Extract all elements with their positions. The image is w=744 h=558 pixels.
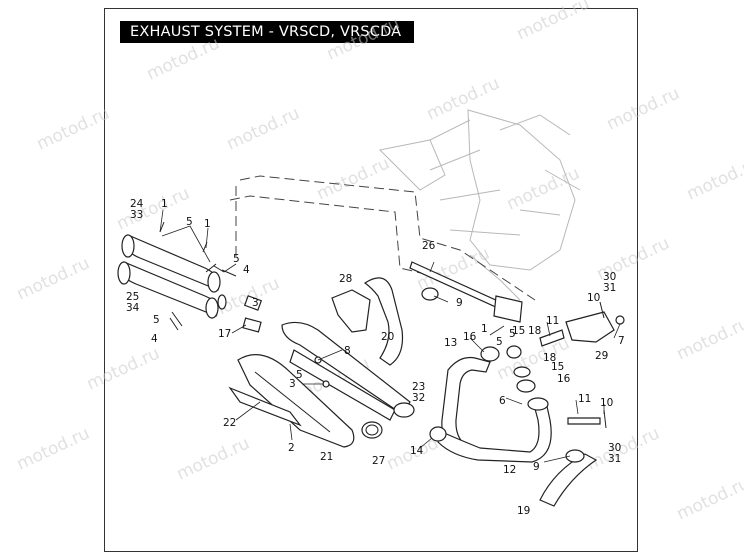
label-13: 13 [444, 337, 457, 349]
label-32: 32 [412, 392, 425, 404]
label-5: 5 [509, 328, 516, 340]
label-31: 31 [603, 282, 616, 294]
label-19: 19 [517, 505, 530, 517]
label-5: 5 [296, 369, 303, 381]
label-31: 31 [608, 453, 621, 465]
frame-outline [378, 109, 581, 301]
diagram-title: EXHAUST SYSTEM - VRSCD, VRSCDA [120, 21, 414, 43]
label-18: 18 [528, 325, 541, 337]
label-5: 5 [233, 253, 240, 265]
watermark-text: motod.ru [314, 153, 393, 204]
label-3: 3 [289, 378, 296, 390]
label-34: 34 [126, 302, 140, 314]
sensor-11-upper [539, 329, 565, 347]
watermark-text: motod.ru [84, 343, 163, 394]
watermark-text: motod.ru [114, 183, 193, 234]
label-33: 33 [130, 209, 143, 221]
label-1: 1 [161, 198, 168, 210]
watermark-text: motod.ru [324, 13, 403, 64]
label-10: 10 [587, 292, 600, 304]
label-11: 11 [546, 315, 559, 327]
muffler-upper [121, 234, 221, 293]
part-labels: 24 33 1 5 1 5 4 25 34 5 4 17 3 28 9 26 3… [126, 198, 625, 517]
pipe-19 [539, 453, 598, 507]
label-16: 16 [463, 331, 477, 343]
label-1: 1 [481, 323, 488, 335]
leader-lines [159, 209, 621, 463]
label-30: 30 [608, 442, 621, 454]
bracket-29 [565, 301, 625, 343]
pipe-20 [363, 277, 439, 366]
mid-pipe-23 [281, 321, 415, 421]
label-9: 9 [533, 461, 540, 473]
label-25: 25 [126, 291, 139, 303]
label-23: 23 [412, 381, 425, 393]
watermark-text: motod.ru [674, 313, 744, 364]
label-27: 27 [372, 455, 385, 467]
watermark-text: motod.ru [174, 433, 253, 484]
label-20: 20 [381, 331, 394, 343]
heat-shield-21 [237, 354, 355, 448]
label-5: 5 [153, 314, 160, 326]
muffler-lower [117, 261, 227, 319]
watermark-text: motod.ru [14, 253, 93, 304]
label-18: 18 [543, 352, 556, 364]
label-12: 12 [503, 464, 516, 476]
label-30: 30 [603, 271, 616, 283]
watermark-text: motod.ru [514, 0, 593, 45]
label-10: 10 [600, 397, 613, 409]
label-4: 4 [243, 264, 250, 276]
label-5: 5 [496, 336, 503, 348]
label-9: 9 [456, 297, 463, 309]
label-6: 6 [499, 395, 506, 407]
label-14: 14 [410, 445, 424, 457]
watermark-text: motod.ru [674, 473, 744, 524]
label-15: 15 [512, 325, 525, 337]
label-5: 5 [186, 216, 193, 228]
label-7: 7 [618, 335, 625, 347]
label-17: 17 [218, 328, 231, 340]
watermark-text: motod.ru [584, 423, 663, 474]
clamp-27 [361, 421, 383, 439]
rod-26 [409, 261, 523, 323]
label-2: 2 [288, 442, 295, 454]
label-21: 21 [320, 451, 333, 463]
gaskets [429, 345, 536, 442]
watermark-text: motod.ru [34, 103, 113, 154]
head-pipe-12 [437, 397, 552, 463]
watermark-text: motod.ru [224, 103, 303, 154]
label-8: 8 [344, 345, 351, 357]
clamp-9-lower [565, 449, 585, 463]
heat-shield-22 [228, 386, 302, 427]
label-26: 26 [422, 240, 436, 252]
label-11: 11 [578, 393, 591, 405]
label-15: 15 [551, 361, 564, 373]
label-3: 3 [252, 297, 259, 309]
label-4: 4 [151, 333, 158, 345]
watermark-text: motod.ru [14, 423, 93, 474]
watermark-text: motod.ru [144, 33, 223, 84]
label-16: 16 [557, 373, 571, 385]
label-29: 29 [595, 350, 608, 362]
label-22: 22 [223, 417, 236, 429]
label-28: 28 [339, 273, 352, 285]
watermark-text: motod.ru [684, 153, 744, 204]
head-pipe-13 [441, 346, 500, 457]
label-1: 1 [204, 218, 211, 230]
bracket-28 [331, 289, 371, 333]
watermark-text: motod.ru [604, 83, 683, 134]
sensor-11-lower [567, 409, 607, 429]
label-24: 24 [130, 198, 144, 210]
